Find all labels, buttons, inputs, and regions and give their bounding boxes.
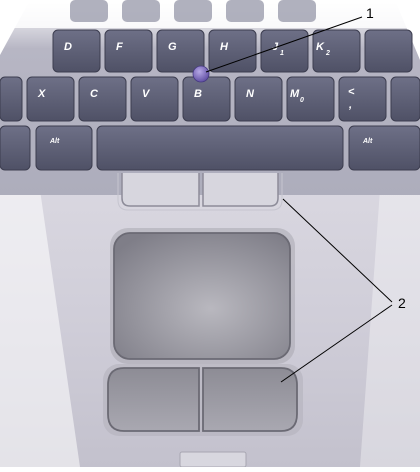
- key-period: [390, 76, 420, 122]
- touchpad: [113, 232, 291, 360]
- touchpad-button-left: [107, 367, 200, 432]
- legend-d: D: [64, 41, 72, 53]
- key-g: [156, 29, 205, 73]
- key-l: [364, 29, 413, 73]
- trackstick-button-left: [121, 173, 200, 207]
- legend-j-sub: 1: [280, 50, 284, 57]
- legend-v: V: [142, 88, 151, 100]
- key-v: [130, 76, 179, 122]
- legend-less-than: <: [348, 86, 355, 98]
- legend-k-sub: 2: [325, 50, 330, 57]
- keyboard-row-top: [70, 0, 316, 22]
- trackstick: [192, 65, 210, 83]
- legend-b: B: [194, 88, 202, 100]
- legend-alt-right: Alt: [362, 138, 373, 145]
- key-j: [260, 29, 309, 73]
- callout-1: 1: [366, 5, 374, 21]
- key-x: [26, 76, 75, 122]
- legend-g: G: [168, 41, 177, 53]
- legend-comma: ,: [348, 99, 352, 111]
- palmrest-fade-right: [360, 190, 420, 467]
- key-f: [104, 29, 153, 73]
- palmrest-fade-left: [0, 190, 80, 467]
- key-d: [52, 29, 101, 73]
- legend-m-sub: 0: [300, 97, 304, 104]
- legend-h: H: [220, 41, 229, 53]
- key-comma: [338, 76, 387, 122]
- callout-lines: [205, 16, 393, 383]
- key-fn: [0, 125, 31, 171]
- latch: [179, 451, 247, 468]
- key-m: [286, 76, 335, 122]
- legend-alt-left: Alt: [49, 138, 60, 145]
- key-k: [312, 29, 361, 73]
- trackstick-buttons: [117, 173, 283, 211]
- key-alt-left: [35, 125, 93, 171]
- key-z: [0, 76, 23, 122]
- touchpad-button-right: [202, 367, 298, 432]
- legend-m: M: [290, 88, 300, 100]
- keyboard-row-3: [0, 125, 420, 171]
- key-h: [208, 29, 257, 73]
- trackstick-button-right: [202, 173, 279, 207]
- keyboard-row-1: [52, 29, 413, 73]
- key-n: [234, 76, 283, 122]
- legend-f: F: [116, 41, 123, 53]
- key-c: [78, 76, 127, 122]
- key-b: [182, 76, 231, 122]
- callout-2: 2: [398, 295, 406, 311]
- key-space: [96, 125, 344, 171]
- callout-1-line: [205, 16, 363, 73]
- callout-2-line-lower: [280, 304, 393, 383]
- legend-c: C: [90, 88, 99, 100]
- legend-x: X: [37, 88, 46, 100]
- callout-2-line-upper: [282, 198, 393, 303]
- key-alt-right: [348, 125, 420, 171]
- legend-n: N: [246, 88, 255, 100]
- keyboard-row-2: [0, 76, 420, 122]
- legend-k: K: [316, 41, 325, 53]
